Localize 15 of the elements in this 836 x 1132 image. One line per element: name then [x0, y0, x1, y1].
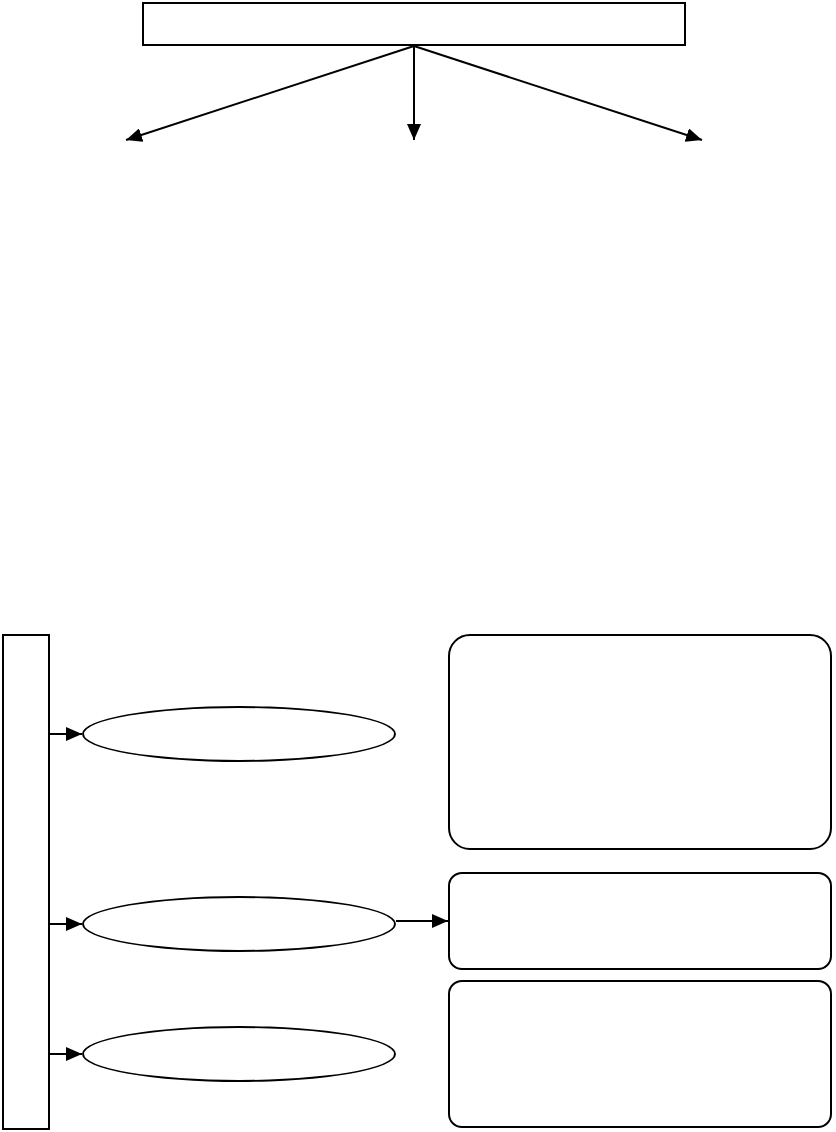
arrow — [395, 914, 449, 928]
empty-ellipse — [82, 706, 396, 762]
empty-ellipse — [82, 1026, 396, 1082]
rounded-rectangle — [448, 980, 832, 1128]
rounded-rectangle — [448, 634, 832, 850]
empty-ellipse — [82, 896, 396, 952]
arrow — [125, 45, 415, 142]
arrow — [413, 45, 703, 142]
empty-rectangle — [142, 2, 686, 46]
vertical-bar — [2, 634, 50, 1130]
arrow — [49, 727, 83, 741]
arrow — [49, 1047, 83, 1061]
arrow — [407, 45, 421, 141]
rounded-rectangle — [448, 872, 832, 970]
arrow — [49, 917, 83, 931]
